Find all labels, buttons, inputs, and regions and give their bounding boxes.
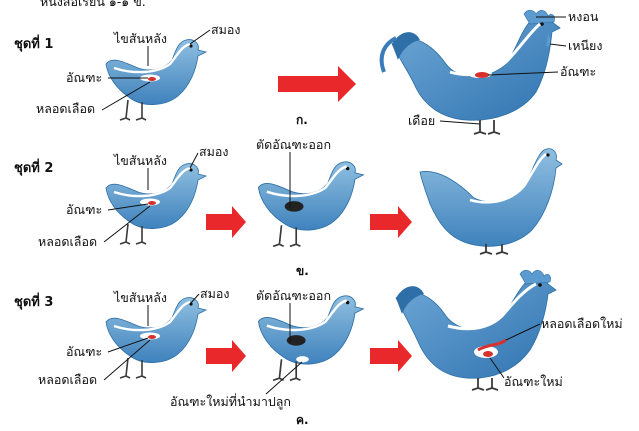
set2-chick	[106, 164, 206, 244]
set3-label-brain: สมอง	[200, 286, 229, 301]
set2-label-vessel: หลอดเลือด	[38, 234, 97, 249]
set3-title: ชุดที่ 3	[14, 292, 53, 310]
arrow-set2-a	[206, 206, 246, 238]
set2-capon	[420, 149, 562, 254]
set2-title: ชุดที่ 2	[14, 158, 53, 176]
arrow-set1	[278, 66, 356, 102]
set3-label-cut: ตัดอัณฑะออก	[256, 288, 331, 303]
set1-label-wattle: เหนียง	[568, 38, 603, 53]
set3-label-vessel: หลอดเลือด	[38, 372, 97, 387]
set1-label-spur: เดือย	[408, 113, 435, 128]
set3-label-spinal: ไขสันหลัง	[113, 290, 167, 305]
arrow-set3-a	[206, 340, 246, 372]
set1-label-rooster-testis: อัณฑะ	[560, 64, 596, 79]
set2-caption: ข.	[296, 264, 309, 278]
set2-castrated-bird	[258, 162, 363, 246]
set1-label-vessel: หลอดเลือด	[36, 101, 95, 116]
set2-label-cut: ตัดอัณฑะออก	[256, 137, 331, 152]
set1-label-testis: อัณฑะ	[66, 70, 102, 85]
set2-label-spinal: ไขสันหลัง	[113, 153, 167, 168]
set2-label-testis: อัณฑะ	[66, 202, 102, 217]
set3-label-testis: อัณฑะ	[66, 344, 102, 359]
arrow-set3-b	[370, 340, 412, 372]
set3-label-new-vessel: หลอดเลือดใหม่	[541, 316, 623, 331]
set3-chick	[106, 298, 206, 378]
set3-label-transplant: อัณฑะใหม่ที่นำมาปลูก	[170, 393, 291, 410]
set2-label-brain: สมอง	[199, 144, 228, 159]
set1-title: ชุดที่ 1	[14, 34, 53, 52]
set1-label-comb: หงอน	[568, 9, 599, 24]
arrow-set2-b	[370, 206, 412, 238]
set3-transplant-bird	[258, 296, 363, 380]
header-text: หนังสือเรียน ๑-๑ ข.	[40, 0, 146, 9]
set1-caption: ก.	[296, 113, 308, 127]
set3-caption: ค.	[296, 413, 309, 427]
set1-label-spinal: ไขสันหลัง	[113, 31, 167, 46]
set1-chick	[106, 40, 206, 120]
set3-label-new-testis: อัณฑะใหม่	[504, 374, 563, 389]
set3-rooster	[396, 270, 556, 390]
set1-label-brain: สมอง	[211, 22, 240, 37]
